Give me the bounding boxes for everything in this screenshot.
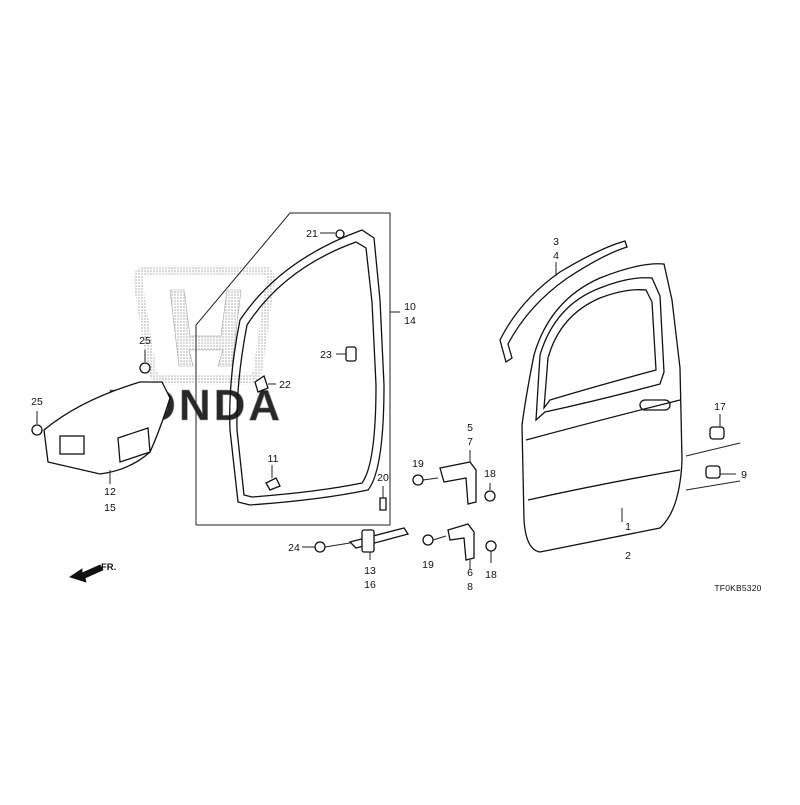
callout-12: 12	[104, 486, 116, 498]
callout-23: 23	[320, 349, 332, 361]
callout-16: 16	[364, 579, 376, 591]
callout-18-upper: 18	[484, 468, 496, 480]
upper-hinge	[439, 450, 477, 505]
callout-7: 7	[467, 436, 473, 448]
callout-3: 3	[553, 236, 559, 248]
diagram-code: TF0KB5320	[714, 583, 761, 593]
callout-15: 15	[104, 502, 116, 514]
door-checker	[348, 527, 410, 560]
callout-5: 5	[467, 422, 473, 434]
front-direction-arrow: FR.	[69, 562, 116, 583]
callout-9: 9	[741, 469, 747, 481]
callout-25-lower: 25	[31, 396, 43, 408]
callout-25-upper: 25	[139, 335, 151, 347]
front-direction-label: FR.	[101, 562, 116, 573]
door-sash-molding	[499, 240, 628, 364]
callout-8: 8	[467, 581, 473, 593]
callout-2: 2	[625, 550, 631, 562]
leader-9	[685, 480, 741, 491]
bolt-19-upper	[412, 474, 439, 486]
callout-4: 4	[553, 250, 559, 262]
fastener-25-upper	[139, 350, 151, 374]
callout-22: 22	[279, 379, 291, 391]
callout-21: 21	[306, 228, 318, 240]
callout-10: 10	[404, 301, 416, 313]
clip-23	[336, 346, 357, 362]
front-door-panel	[521, 263, 683, 553]
leader-17	[685, 442, 741, 457]
bolt-18-upper	[484, 483, 496, 502]
lower-hinge	[447, 523, 475, 570]
clip-21	[320, 229, 345, 239]
callout-6: 6	[467, 567, 473, 579]
door-lining	[43, 381, 171, 484]
bolt-18-lower	[485, 540, 497, 563]
bolt-19-lower	[422, 534, 447, 546]
callout-24: 24	[288, 542, 300, 554]
stopper-17	[709, 414, 725, 440]
bolt-20	[379, 486, 387, 511]
callout-1: 1	[625, 521, 631, 533]
callout-labels: 1 2 3 4 5 6 7 8 9 10 11 12 13 14 15 16 1…	[31, 228, 747, 593]
callout-14: 14	[404, 315, 416, 327]
clip-22	[254, 374, 276, 393]
clip-11	[265, 465, 281, 491]
stopper-9	[705, 465, 736, 479]
bolt-24	[302, 541, 351, 553]
callout-13: 13	[364, 565, 376, 577]
callout-19-lower: 19	[422, 559, 434, 571]
callout-17: 17	[714, 401, 726, 413]
callout-11: 11	[268, 453, 279, 465]
fastener-25-lower	[31, 411, 43, 436]
weatherstrip-group	[195, 212, 400, 526]
callout-19-upper: 19	[412, 458, 424, 470]
callout-18-lower: 18	[485, 569, 497, 581]
callout-20: 20	[377, 472, 389, 484]
